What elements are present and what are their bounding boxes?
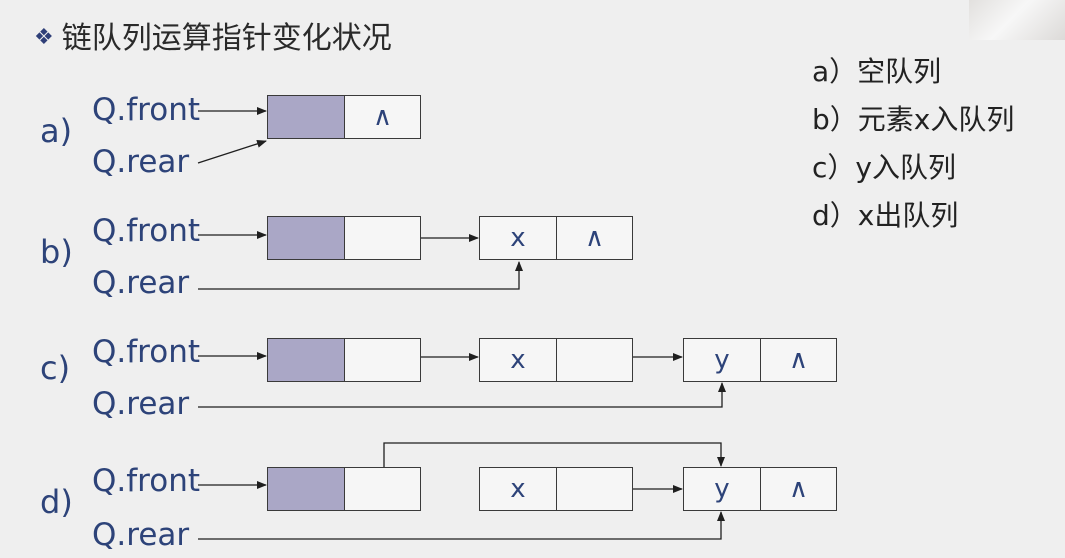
node-next-cell: ∧: [760, 468, 836, 510]
node-next-cell: ∧: [344, 96, 420, 138]
node-next-cell: [344, 217, 420, 259]
c-node-x: x: [479, 338, 633, 382]
node-data-cell: [268, 96, 344, 138]
a-rear-label: Q.rear: [92, 144, 190, 180]
c-front-label: Q.front: [92, 334, 201, 370]
case-label-b: b): [40, 233, 73, 271]
a-front-label: Q.front: [92, 92, 201, 128]
case-label-d: d): [40, 483, 73, 521]
presenter-video-thumbnail: [969, 0, 1065, 40]
c-node-y: y ∧: [683, 338, 837, 382]
node-data-cell: x: [510, 345, 526, 375]
b-head-node: [267, 216, 421, 260]
node-data-cell: [268, 217, 344, 259]
b-rear-pointer-arrow: [198, 261, 523, 290]
d-rear-label: Q.rear: [92, 517, 190, 553]
c-rear-pointer-arrow: [198, 382, 726, 408]
d-link-head-to-y: [383, 442, 725, 487]
legend: a）空队列 b）元素x入队列 c）y入队列 d）x出队列: [812, 48, 1014, 240]
legend-item-a: a）空队列: [812, 55, 942, 88]
legend-item-b: b）元素x入队列: [812, 103, 1015, 136]
legend-item-c: c）y入队列: [812, 151, 956, 184]
node-next-cell: [556, 339, 632, 381]
slide-title: ❖ 链队列运算指针变化状况: [34, 18, 392, 59]
c-rear-label: Q.rear: [92, 386, 190, 422]
b-node-x: x ∧: [479, 216, 633, 260]
d-node-x: x: [479, 467, 633, 511]
node-data-cell: x: [510, 474, 526, 504]
case-label-a: a): [40, 112, 73, 150]
node-next-cell: [556, 468, 632, 510]
legend-item-d: d）x出队列: [812, 199, 959, 232]
node-data-cell: y: [714, 345, 730, 375]
d-head-node: [267, 467, 421, 511]
c-head-node: [267, 338, 421, 382]
node-next-cell: [344, 468, 420, 510]
node-data-cell: y: [714, 474, 730, 504]
node-data-cell: [268, 339, 344, 381]
node-next-cell: [344, 339, 420, 381]
d-node-y: y ∧: [683, 467, 837, 511]
node-next-cell: ∧: [556, 217, 632, 259]
b-rear-label: Q.rear: [92, 265, 190, 301]
b-front-label: Q.front: [92, 213, 201, 249]
a-rear-pointer-arrow: [197, 139, 267, 164]
d-front-label: Q.front: [92, 463, 201, 499]
diamond-bullet-icon: ❖: [34, 25, 54, 50]
a-head-node: ∧: [267, 95, 421, 139]
title-text: 链队列运算指针变化状况: [61, 21, 392, 56]
d-rear-pointer-arrow: [198, 511, 725, 540]
node-data-cell: [268, 468, 344, 510]
node-data-cell: x: [510, 223, 526, 253]
node-next-cell: ∧: [760, 339, 836, 381]
case-label-c: c): [40, 349, 71, 387]
